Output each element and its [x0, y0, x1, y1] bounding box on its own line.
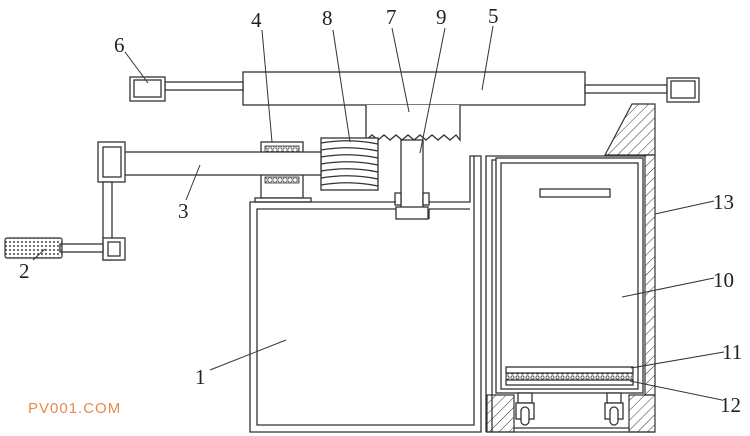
- label-11: 11: [722, 340, 742, 364]
- handle-2: [4, 237, 63, 259]
- watermark: PV001.COM: [28, 400, 122, 417]
- crank-bar-3: [59, 141, 322, 261]
- label-1: 1: [195, 365, 206, 389]
- label-6: 6: [114, 33, 125, 57]
- cabinet: [485, 103, 656, 433]
- label-2: 2: [19, 259, 30, 283]
- label-8: 8: [322, 6, 333, 30]
- label-12: 12: [720, 393, 741, 417]
- main-box-1: [249, 155, 482, 433]
- leader-lines: [32, 25, 725, 401]
- top-beam-5: [129, 71, 700, 106]
- label-3: 3: [178, 199, 189, 223]
- wheel-right: [604, 392, 624, 426]
- label-7: 7: [386, 5, 397, 29]
- worm-gear-8: [320, 137, 379, 191]
- label-13: 13: [713, 190, 734, 214]
- label-4: 4: [251, 8, 262, 32]
- wheel-left: [515, 392, 535, 426]
- label-9: 9: [436, 5, 447, 29]
- label-10: 10: [713, 268, 734, 292]
- label-5: 5: [488, 4, 499, 28]
- shaft-9: [394, 139, 430, 220]
- rack-block-7: [365, 105, 461, 142]
